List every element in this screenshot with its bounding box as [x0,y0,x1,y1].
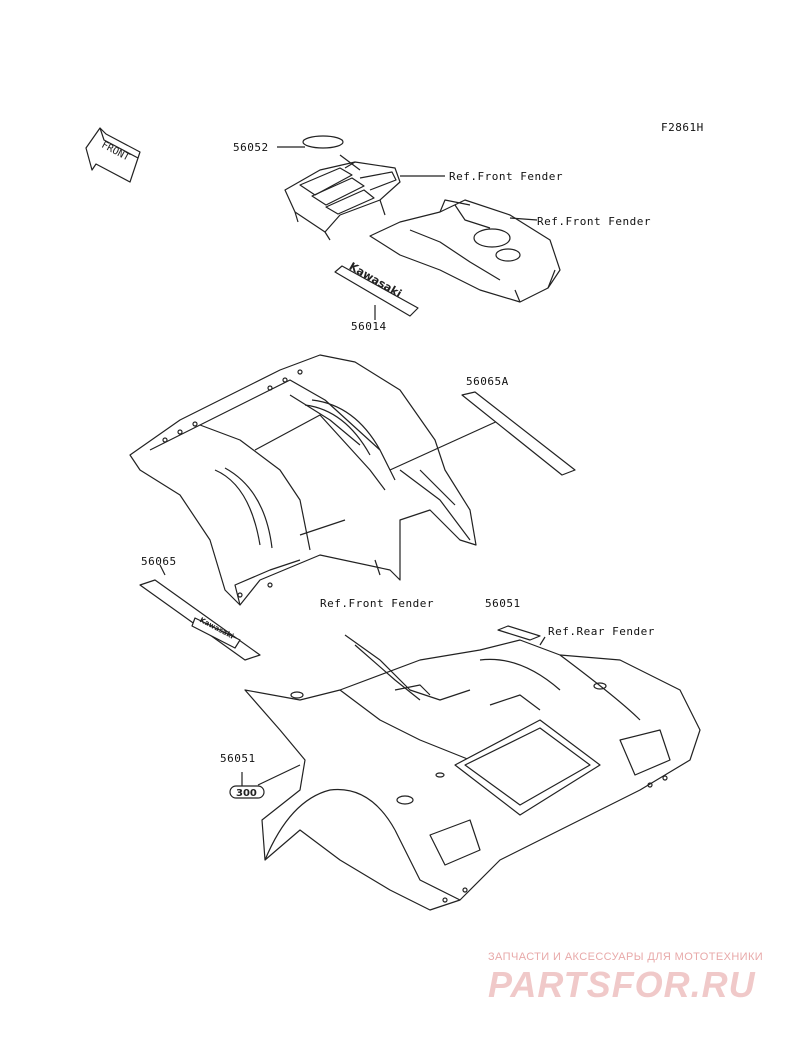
front-fender-cover [369,199,561,303]
decal-56065a [461,391,576,476]
part-number-56065: 56065 [141,555,177,568]
part-number-56065a: 56065A [466,375,509,388]
watermark-brand: PARTSFOR.RU [488,964,756,1005]
model-emblem-56051: 300 [229,785,265,799]
part-number-56014: 56014 [351,320,387,333]
ref-front-fender-1: Ref.Front Fender [449,170,563,183]
figure-code: F2861H [661,121,704,134]
oval-decal-56052 [302,135,344,149]
ref-rear-fender: Ref.Rear Fender [548,625,655,638]
rear-fender-assembly [244,634,701,911]
front-direction-arrow: FRONT [85,127,141,183]
part-number-56051-badge: 56051 [485,597,521,610]
part-number-56052: 56052 [233,141,269,154]
ref-front-fender-3: Ref.Front Fender [320,597,434,610]
ref-front-fender-2: Ref.Front Fender [537,215,651,228]
model-emblem-text: 300 [236,788,257,799]
watermark-tagline: ЗАПЧАСТИ И АКСЕССУАРЫ ДЛЯ МОТОТЕХНИКИ [488,951,764,963]
front-top-panel [284,154,401,241]
part-number-56051-emblem: 56051 [220,752,256,765]
kawasaki-emblem-56014: Kawasaki [334,260,419,320]
badge-56051 [497,625,541,641]
front-fender-assembly [129,354,477,606]
